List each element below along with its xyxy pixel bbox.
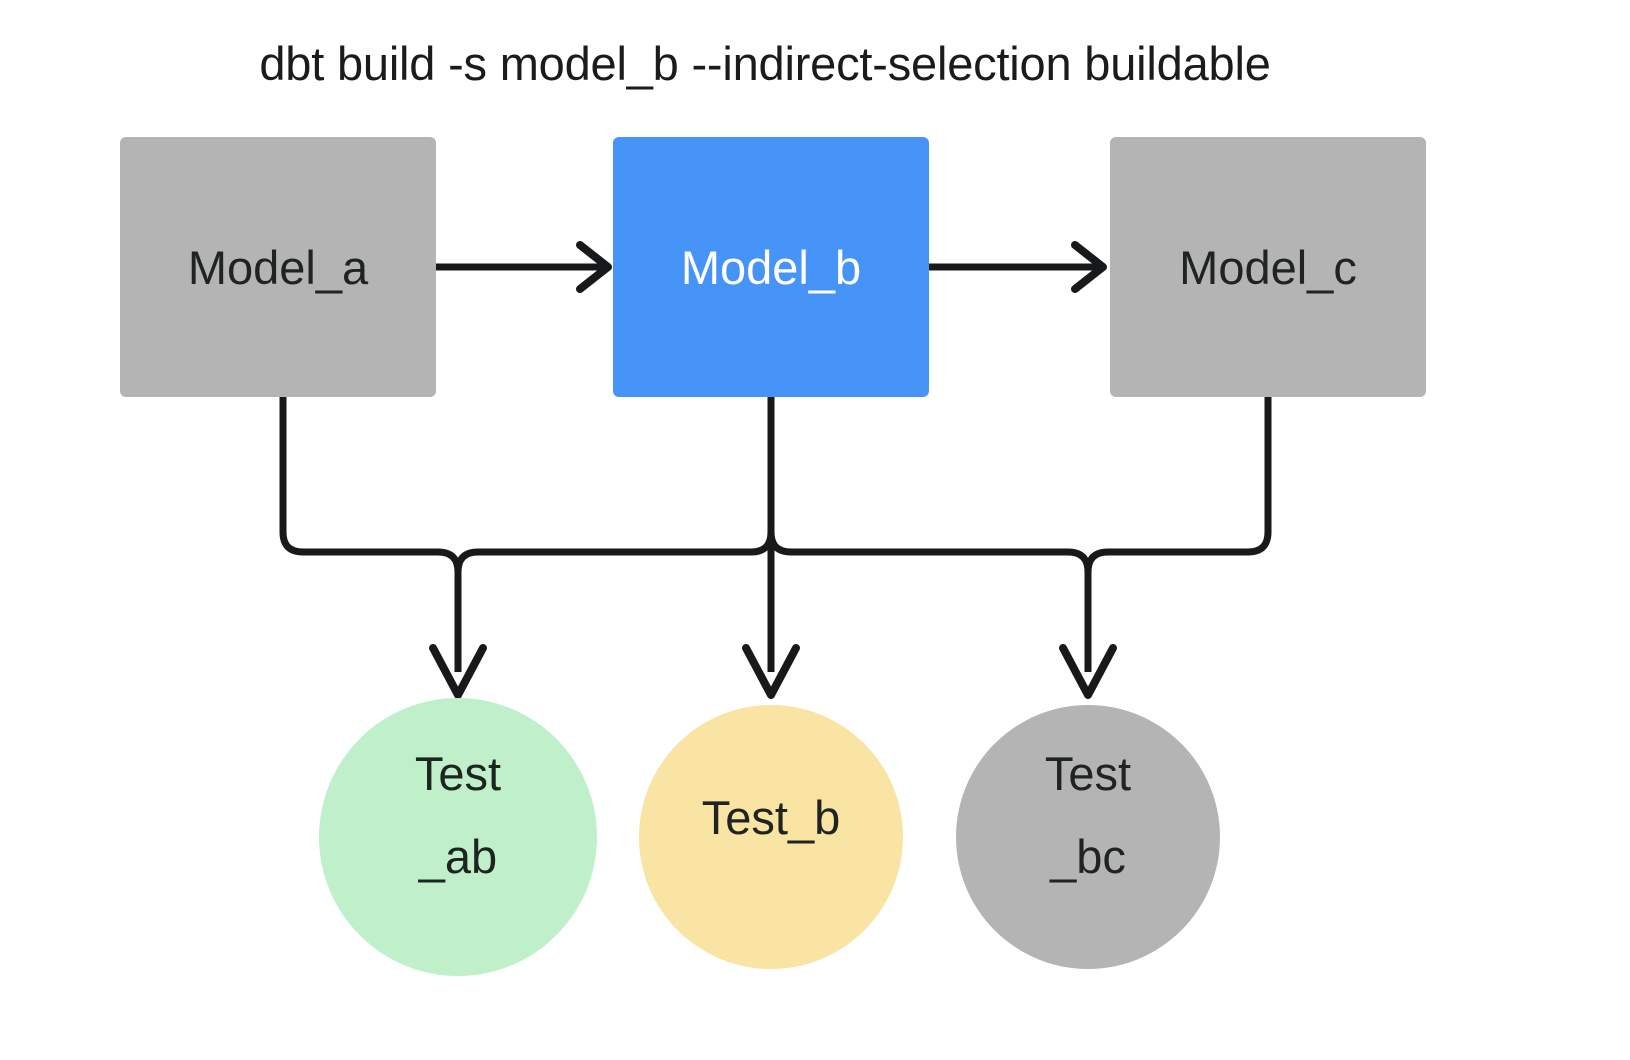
test-ab-label-line1: Test	[415, 747, 501, 800]
node-model-c[interactable]: Model_c	[1110, 137, 1426, 397]
model-a-label: Model_a	[188, 241, 369, 294]
edge-model-b-to-model-c	[929, 241, 1107, 293]
node-test-b[interactable]: Test_b	[639, 705, 903, 969]
model-a-shape[interactable]	[120, 137, 436, 397]
model-b-shape[interactable]	[613, 137, 929, 397]
edge-model-c-to-test-bc	[1084, 397, 1272, 573]
test-ab-shape[interactable]	[319, 698, 597, 976]
test-bc-label-line1: Test	[1045, 747, 1131, 800]
edge-model-a-to-model-b	[436, 241, 612, 293]
node-model-b[interactable]: Model_b	[613, 137, 929, 397]
model-c-label: Model_c	[1179, 241, 1357, 294]
test-b-shape[interactable]	[639, 705, 903, 969]
test-b-label: Test_b	[702, 791, 840, 844]
model-nodes-layer: Model_a Model_b Model_c	[120, 137, 1426, 397]
model-b-label: Model_b	[681, 241, 861, 294]
edge-model-a-to-test-ab	[279, 397, 487, 699]
edge-model-b-to-test-bc	[767, 397, 1117, 699]
test-bc-label-line2: _bc	[1049, 830, 1126, 883]
node-test-ab[interactable]: Test _ab	[319, 698, 597, 976]
node-test-bc[interactable]: Test _bc	[956, 705, 1220, 969]
model-c-shape[interactable]	[1110, 137, 1426, 397]
test-bc-shape[interactable]	[956, 705, 1220, 969]
node-model-a[interactable]: Model_a	[120, 137, 436, 397]
diagram-title: dbt build -s model_b --indirect-selectio…	[259, 37, 1270, 90]
edges-layer	[279, 241, 1272, 699]
test-ab-label-line2: _ab	[418, 830, 497, 883]
test-nodes-layer: Test _ab Test_b Test _bc	[319, 698, 1220, 976]
edge-model-b-to-test-ab	[454, 397, 775, 573]
